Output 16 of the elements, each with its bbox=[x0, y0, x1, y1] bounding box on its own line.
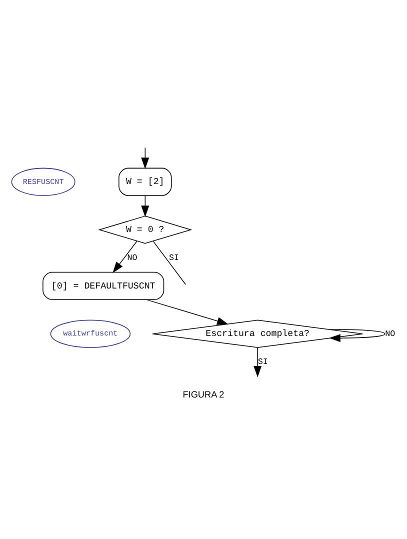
edge-label: NO bbox=[127, 252, 138, 262]
arrow bbox=[254, 346, 262, 377]
edge-label: SI bbox=[169, 252, 180, 262]
edge-label: SI bbox=[258, 356, 268, 367]
caption: FIGURA 2 bbox=[182, 388, 224, 399]
node-box: [0] = DEFAULTFUSCNT bbox=[42, 271, 164, 300]
arrow bbox=[141, 194, 150, 217]
node-diamond: Escritura completa? bbox=[152, 319, 364, 348]
node-diamond: W = 0 ? bbox=[98, 215, 192, 244]
edge-label: NO bbox=[385, 328, 396, 338]
node-box: W = [2] bbox=[118, 167, 172, 196]
connector bbox=[152, 240, 186, 284]
arrow bbox=[146, 298, 228, 324]
arrow bbox=[141, 146, 150, 169]
arrow bbox=[112, 240, 138, 273]
arrow bbox=[329, 328, 386, 342]
